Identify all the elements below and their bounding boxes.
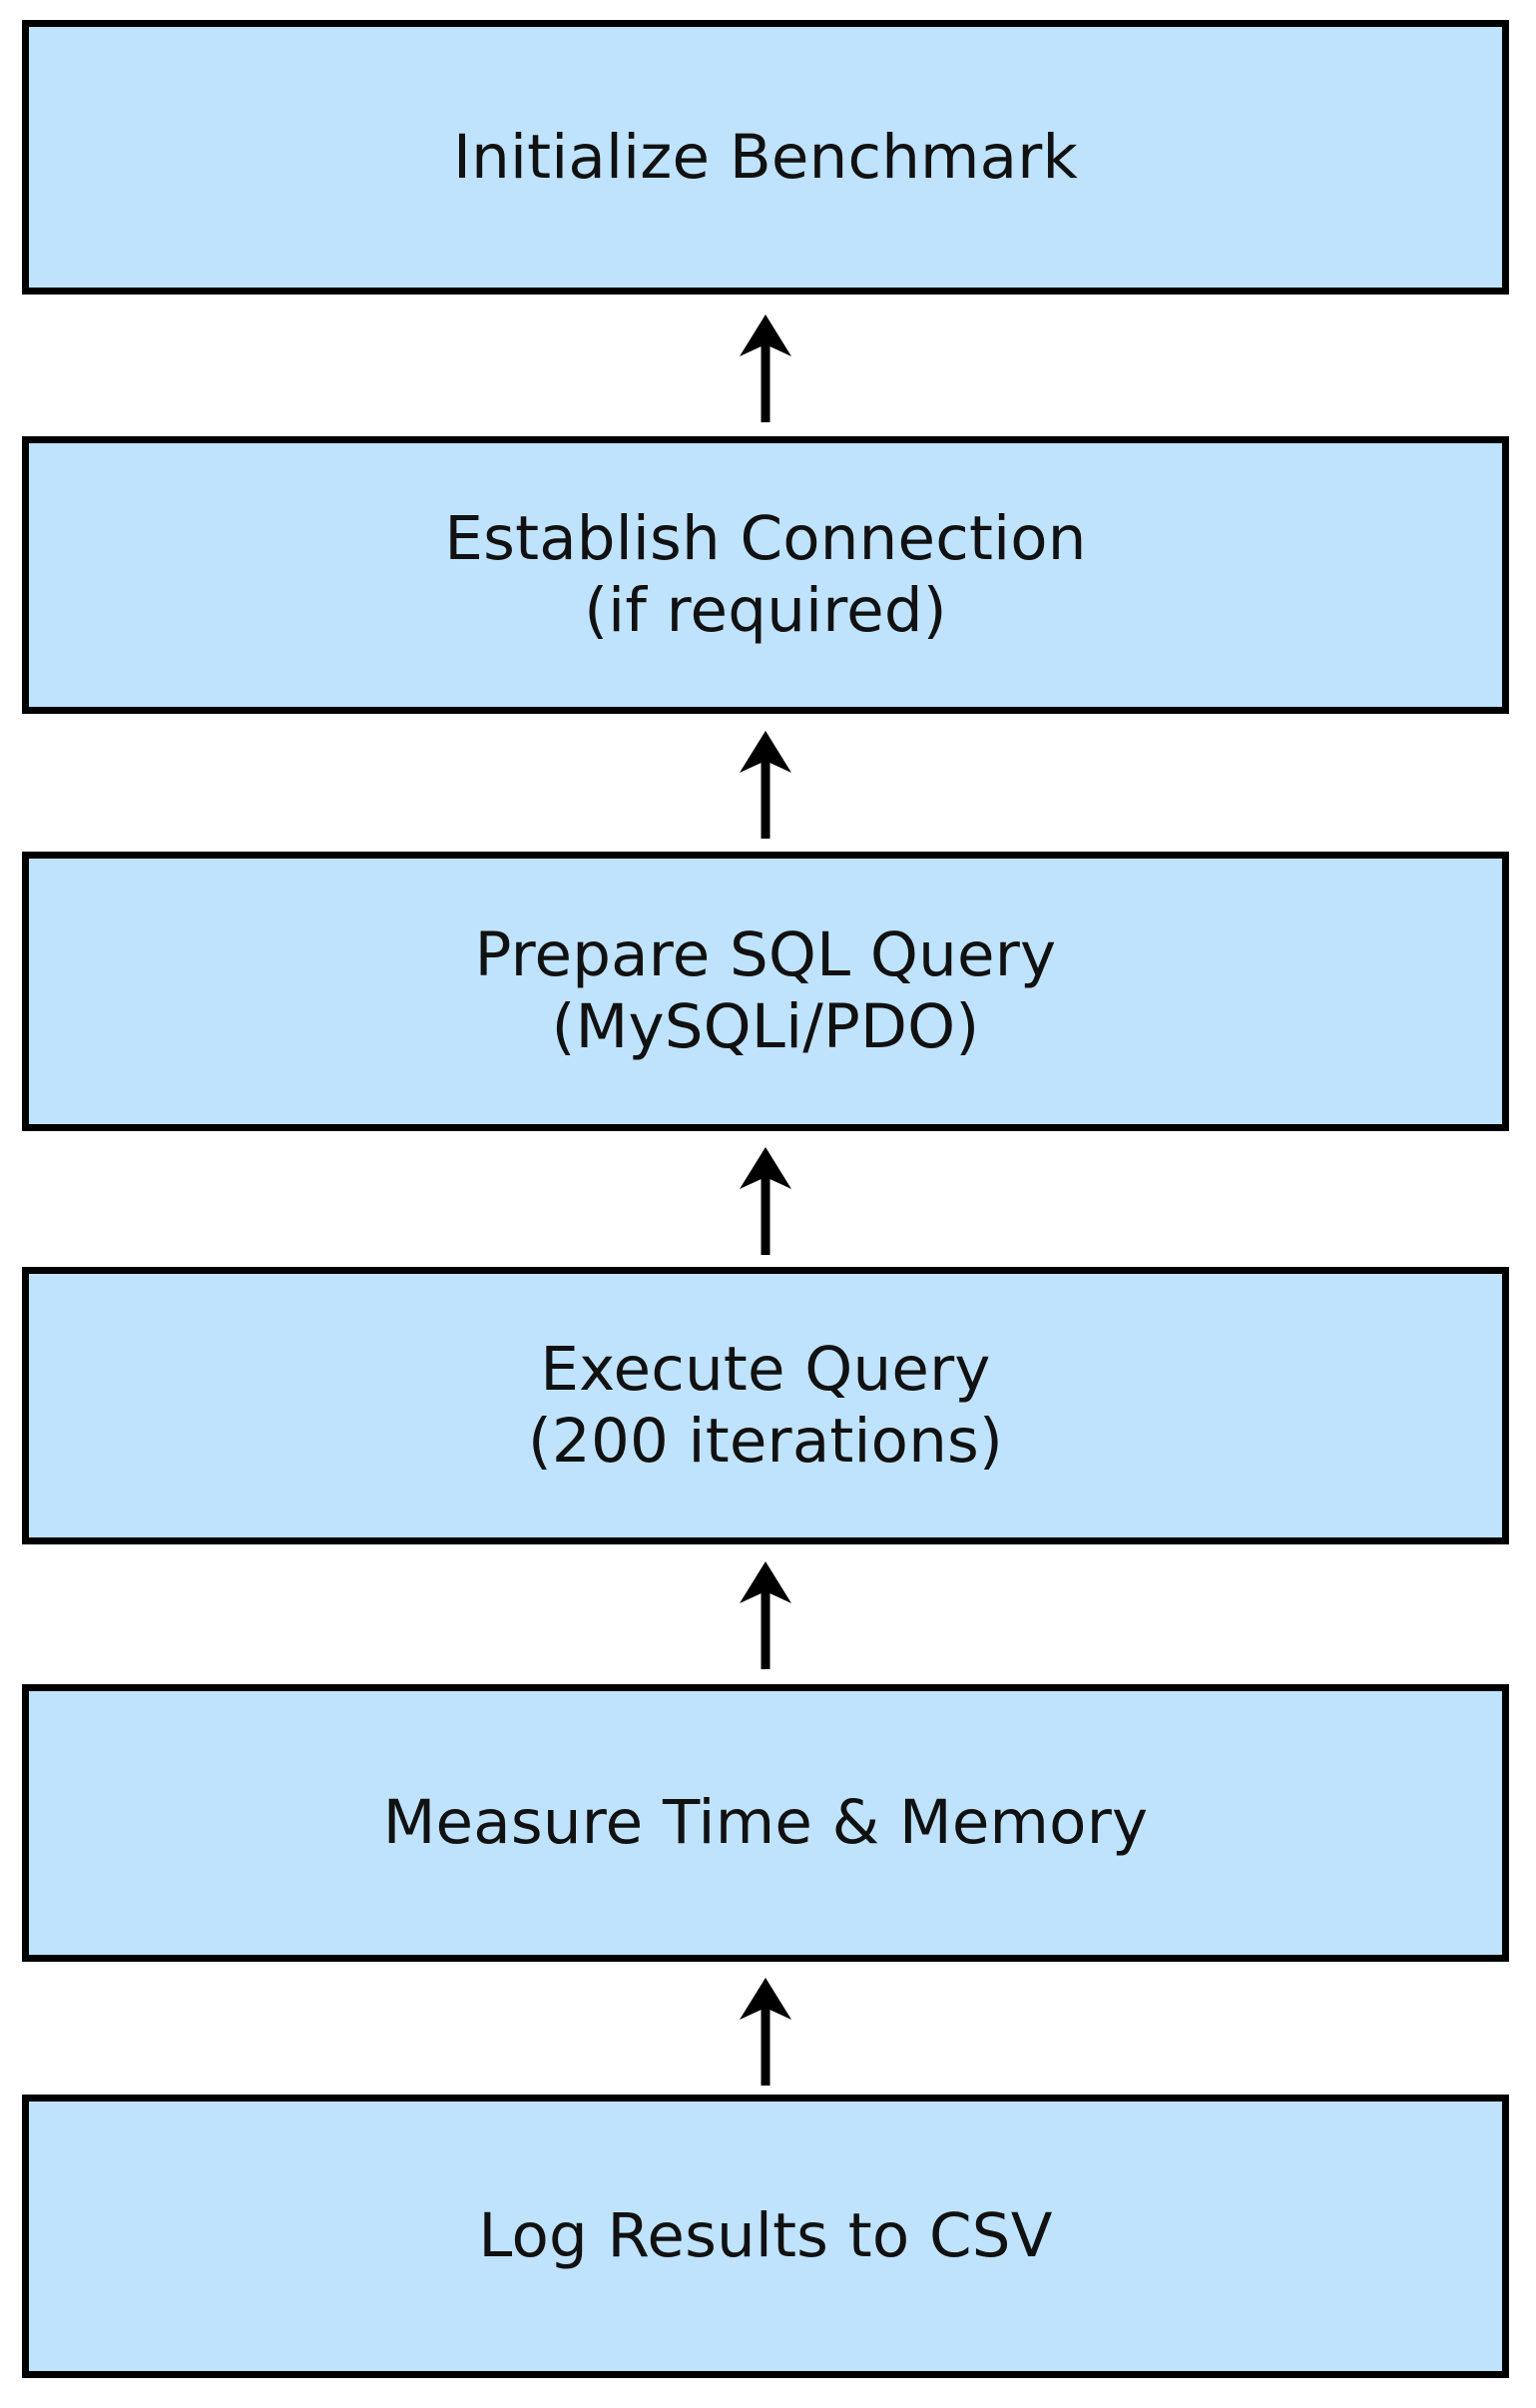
flow-node-label: Execute Query (200 iterations) [527, 1334, 1004, 1477]
flow-node-log-results-to-csv: Log Results to CSV [22, 2095, 1509, 2378]
flow-arrow-up [706, 1976, 825, 2086]
flow-node-label: Prepare SQL Query (MySQLi/PDO) [474, 919, 1057, 1062]
flow-node-execute-query: Execute Query (200 iterations) [22, 1267, 1509, 1544]
flow-node-initialize-benchmark: Initialize Benchmark [22, 20, 1509, 295]
flow-arrow-up [706, 729, 825, 839]
flow-node-label: Establish Connection (if required) [444, 503, 1087, 646]
flow-node-label: Initialize Benchmark [452, 121, 1079, 193]
flow-node-establish-connection: Establish Connection (if required) [22, 436, 1509, 714]
flow-node-measure-time-memory: Measure Time & Memory [22, 1684, 1509, 1962]
flow-node-label: Log Results to CSV [478, 2200, 1053, 2272]
flow-arrow-up [706, 1145, 825, 1255]
flow-arrow-up [706, 1559, 825, 1669]
flow-node-prepare-sql-query: Prepare SQL Query (MySQLi/PDO) [22, 852, 1509, 1131]
flow-node-label: Measure Time & Memory [382, 1787, 1149, 1859]
flow-arrow-up [706, 312, 825, 422]
